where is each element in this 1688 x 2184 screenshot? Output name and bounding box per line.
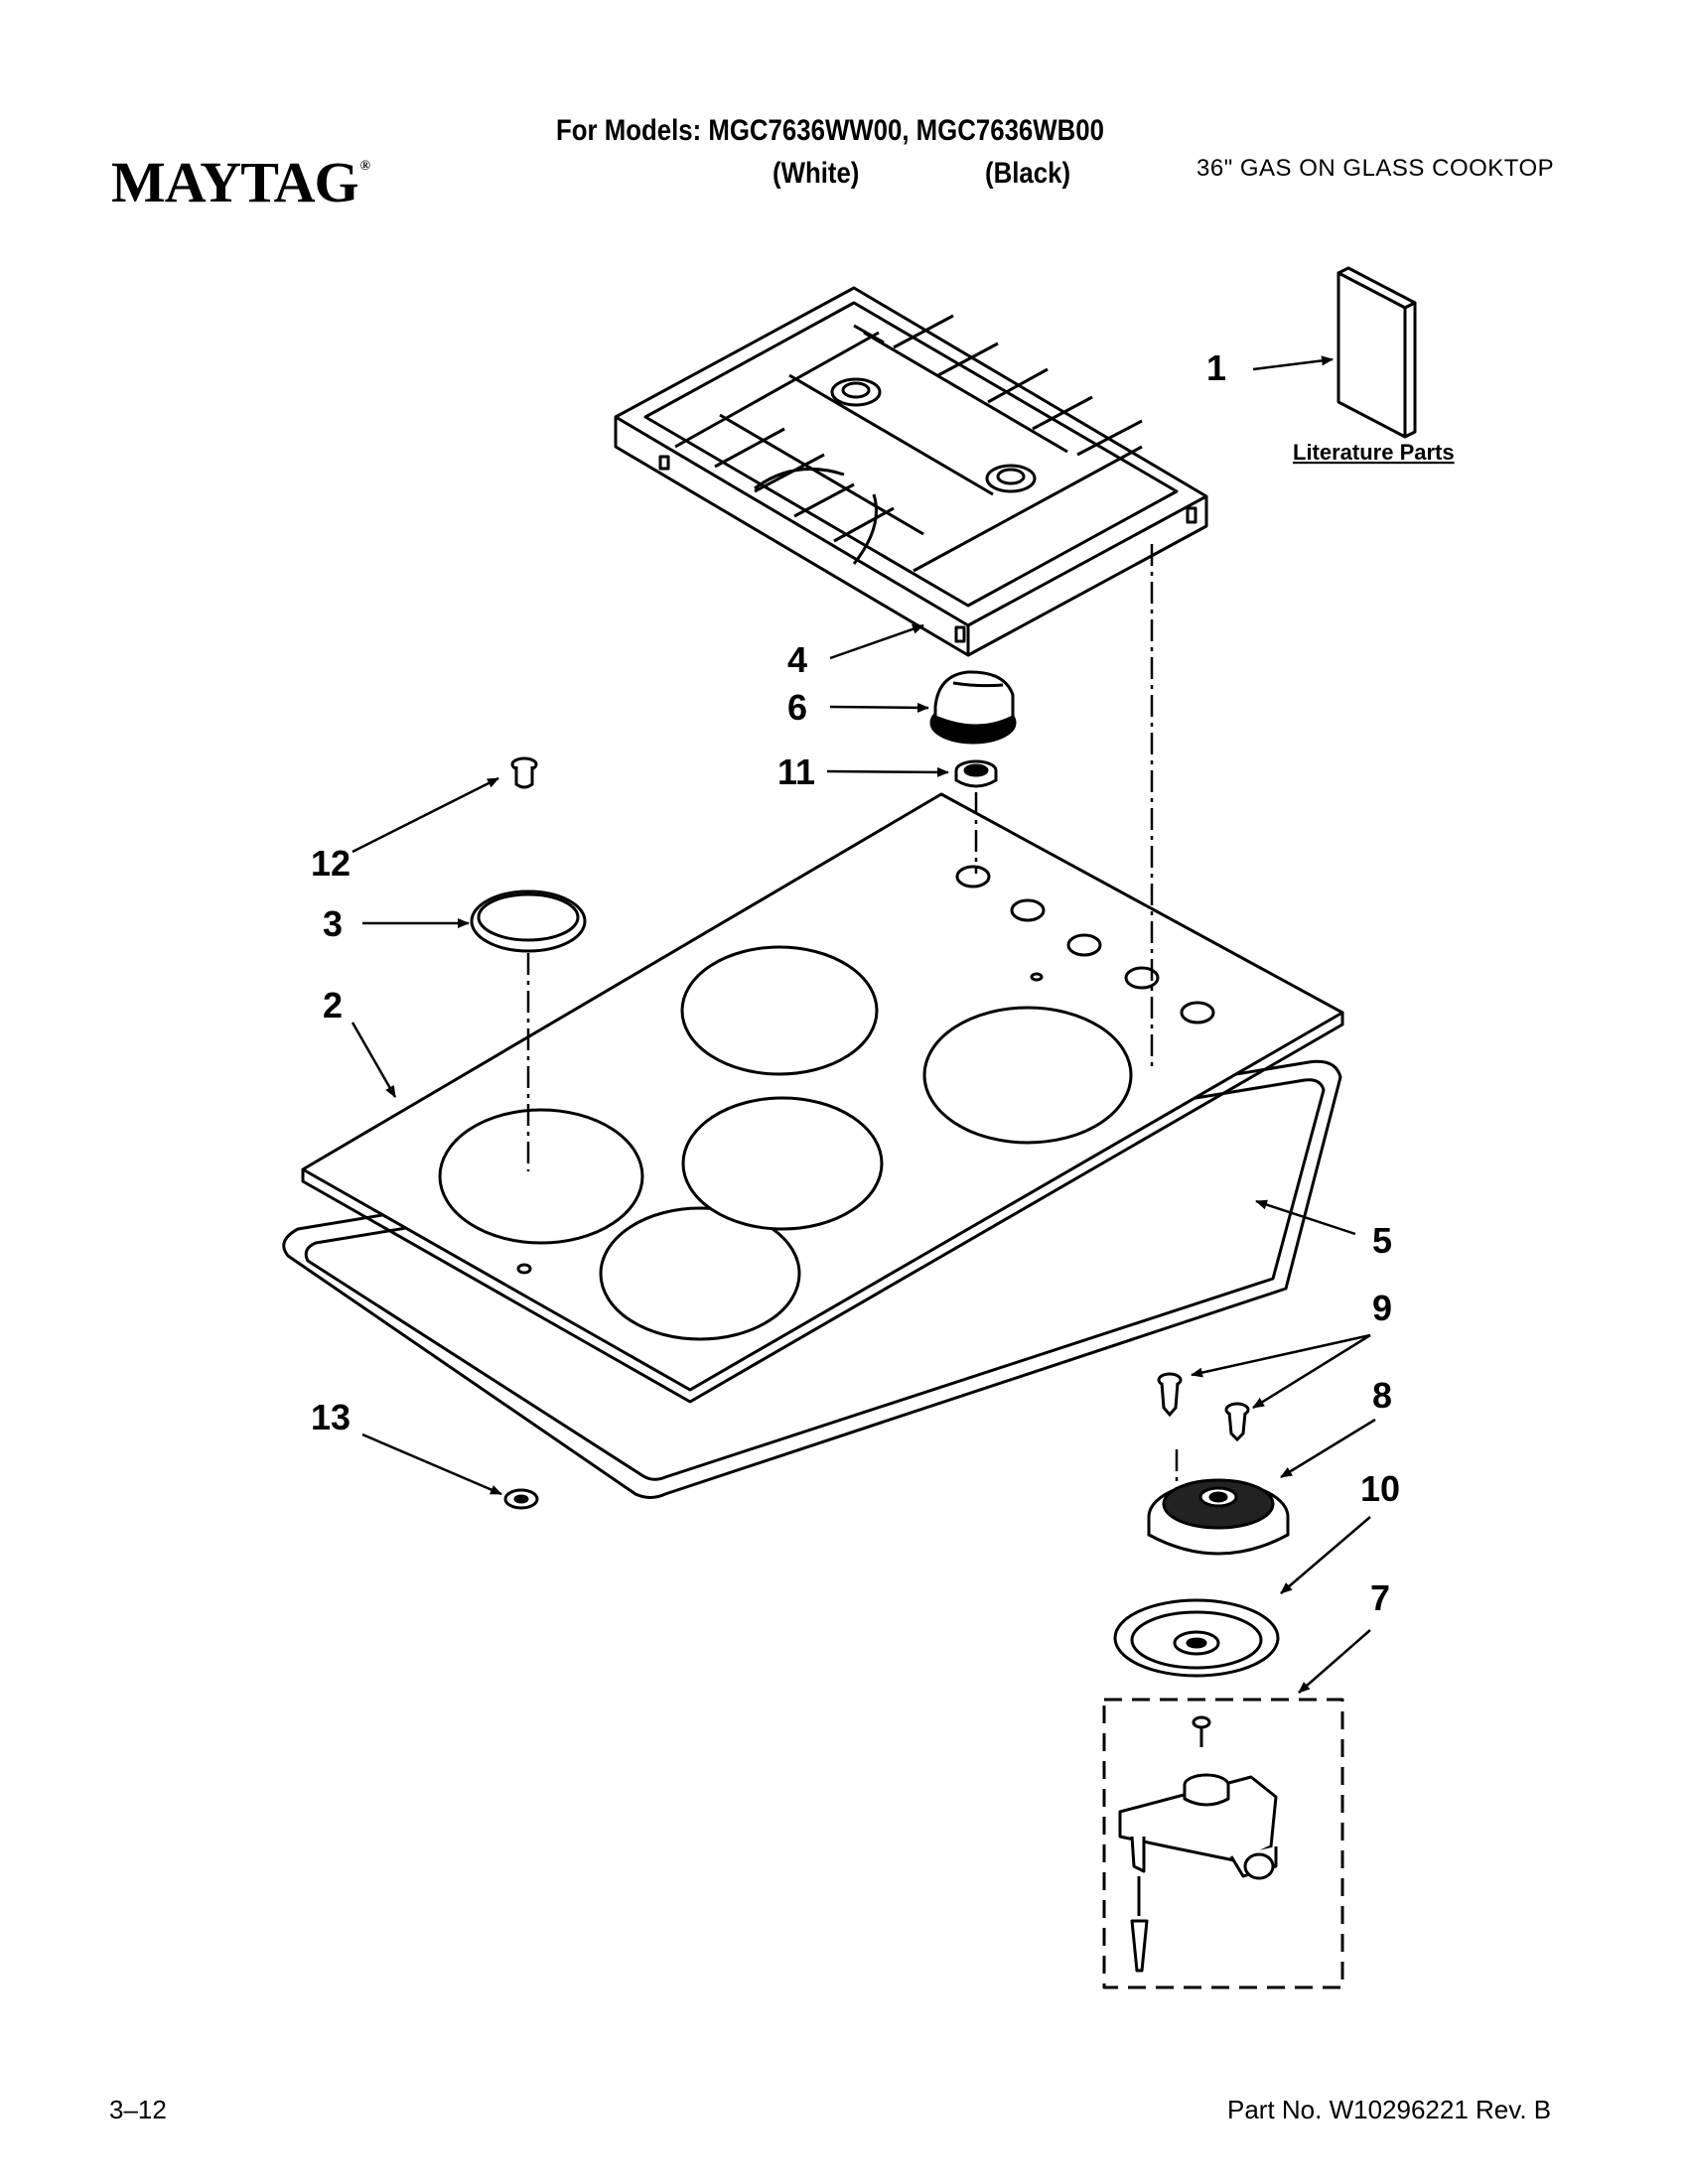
variant-white: (White) bbox=[773, 157, 860, 190]
callout-labels: 1 2 3 4 5 6 7 8 9 10 11 12 13 Literature… bbox=[311, 347, 1455, 1618]
maytag-logo: MAYTAG® bbox=[111, 150, 370, 214]
screws-9 bbox=[1157, 1372, 1250, 1442]
callout-8: 8 bbox=[1372, 1375, 1392, 1416]
models-line: For Models: MGC7636WW00, MGC7636WB00 bbox=[556, 114, 1104, 147]
alignment-lines bbox=[526, 544, 1179, 1489]
callout-13: 13 bbox=[311, 1397, 351, 1437]
control-knob bbox=[929, 670, 1017, 745]
cooktop-gasket bbox=[282, 1059, 1342, 1499]
callout-5: 5 bbox=[1372, 1220, 1392, 1261]
variant-black: (Black) bbox=[985, 157, 1071, 190]
callout-7: 7 bbox=[1370, 1577, 1390, 1618]
callout-4: 4 bbox=[787, 639, 807, 680]
leader-arrows bbox=[351, 355, 1376, 1694]
literature-booklet bbox=[1336, 266, 1417, 439]
callout-11: 11 bbox=[777, 751, 815, 792]
burner-cap bbox=[470, 889, 587, 953]
glass-cooktop bbox=[301, 792, 1344, 1404]
washer-13 bbox=[503, 1488, 539, 1510]
callout-10: 10 bbox=[1360, 1468, 1400, 1509]
valve-assembly bbox=[1102, 1698, 1344, 1989]
burner-grate bbox=[614, 286, 1208, 657]
callout-2: 2 bbox=[323, 985, 343, 1025]
callout-6: 6 bbox=[787, 687, 807, 728]
literature-parts-label: Literature Parts bbox=[1293, 440, 1455, 465]
burner-spreader bbox=[1113, 1598, 1280, 1678]
product-name: 36" GAS ON GLASS COOKTOP bbox=[1196, 155, 1555, 182]
part-number: Part No. W10296221 Rev. B bbox=[1227, 2095, 1552, 2124]
callout-12: 12 bbox=[311, 843, 351, 884]
callout-1: 1 bbox=[1206, 347, 1226, 388]
burner-base bbox=[1147, 1478, 1290, 1556]
callout-9: 9 bbox=[1372, 1288, 1392, 1328]
knob-seal bbox=[954, 759, 998, 788]
callout-3: 3 bbox=[323, 903, 343, 944]
screw-12 bbox=[510, 756, 538, 789]
page-number: 3–12 bbox=[109, 2095, 167, 2124]
